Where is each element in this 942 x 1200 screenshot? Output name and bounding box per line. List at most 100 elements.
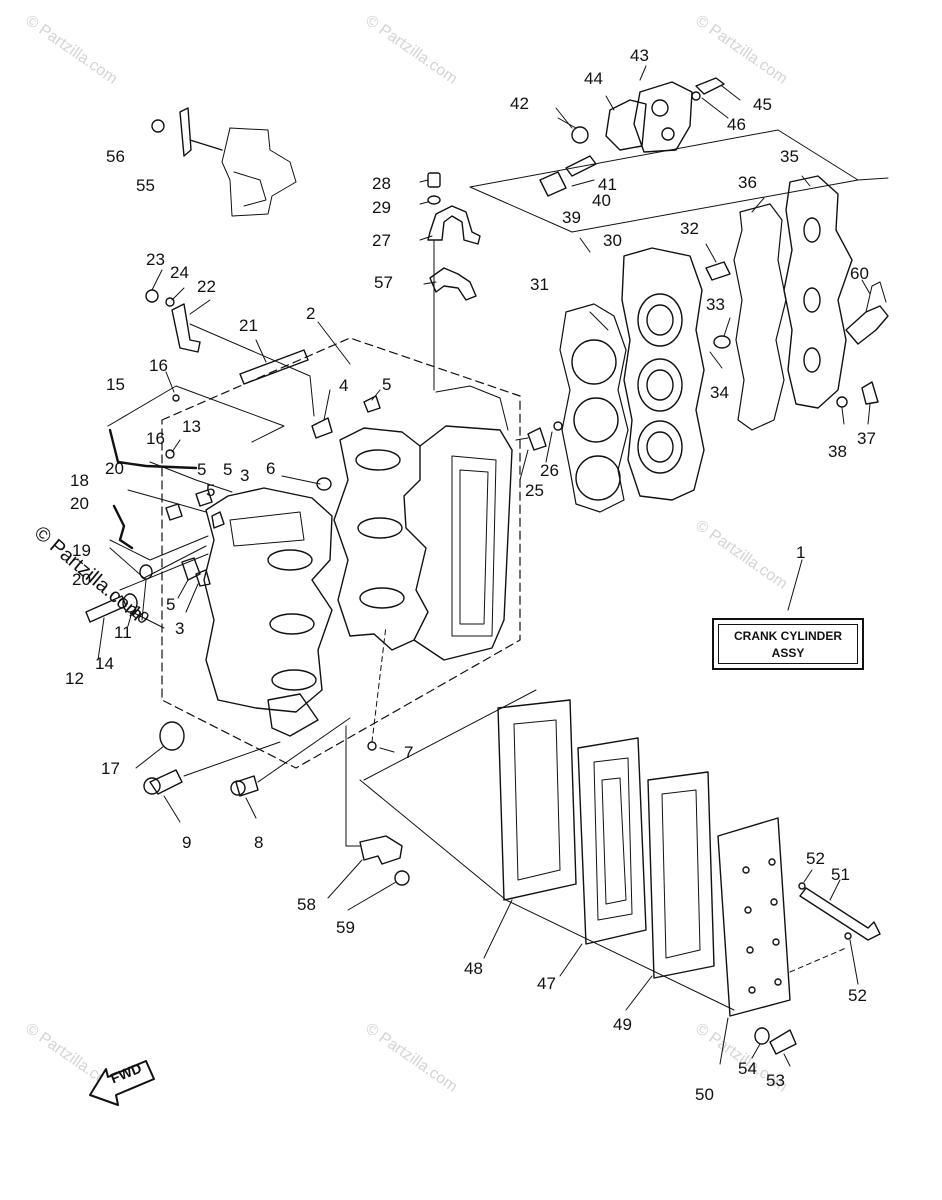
callout-20: 20	[105, 459, 124, 478]
pin-3	[211, 511, 225, 529]
callout-11: 11	[114, 623, 132, 642]
clamp-27	[427, 205, 481, 245]
washer-38	[836, 396, 848, 408]
callout-5: 5	[382, 375, 392, 394]
callout-56: 56	[106, 147, 125, 166]
gasket-44	[605, 99, 647, 151]
clip-16	[165, 449, 175, 459]
callout-39: 39	[562, 208, 581, 227]
pin-5-b	[363, 395, 381, 413]
callout-22: 22	[197, 277, 216, 296]
callout-32: 32	[680, 219, 699, 238]
head-30	[621, 247, 705, 501]
callout-59: 59	[336, 918, 355, 937]
callout-52: 52	[806, 849, 825, 868]
bolt-32	[705, 261, 731, 281]
callout-46: 46	[727, 115, 746, 134]
callout-49: 49	[613, 1015, 632, 1034]
callout-13: 13	[182, 417, 201, 436]
callout-30: 30	[603, 231, 622, 250]
clip-16-b	[172, 394, 180, 402]
callout-7: 7	[404, 743, 414, 762]
assembly-name-box: CRANK CYLINDER ASSY	[712, 618, 864, 670]
bolt-12	[85, 595, 127, 623]
bolt-59	[394, 870, 410, 886]
callout-51: 51	[831, 865, 850, 884]
callout-8: 8	[254, 833, 264, 852]
callout-5: 5	[197, 460, 207, 479]
callout-5: 5	[206, 481, 216, 500]
crankcase-left	[203, 487, 333, 713]
callout-55: 55	[136, 176, 155, 195]
bolt-23	[145, 289, 159, 303]
callout-16: 16	[146, 429, 165, 448]
callout-41: 41	[598, 175, 617, 194]
callout-43: 43	[630, 46, 649, 65]
bolt-33	[713, 335, 731, 349]
pin-7	[367, 741, 377, 751]
washer-29	[427, 195, 441, 205]
crankcase-dashed-boundary	[161, 337, 521, 769]
assembly-name-line2: ASSY	[771, 646, 805, 660]
callout-6: 6	[266, 459, 276, 478]
callout-1: 1	[796, 543, 806, 562]
stud-21	[239, 349, 309, 385]
callout-24: 24	[170, 263, 189, 282]
bracket-58	[359, 835, 403, 865]
pin-5-d	[165, 503, 183, 521]
callout-3: 3	[175, 619, 185, 638]
clip-52	[798, 882, 806, 890]
crankcase-bottom	[267, 693, 319, 737]
callout-5: 5	[223, 460, 233, 479]
callout-58: 58	[297, 895, 316, 914]
callout-60: 60	[850, 264, 869, 283]
callout-28: 28	[372, 174, 391, 193]
bracket-55	[179, 107, 192, 157]
callout-29: 29	[372, 198, 391, 217]
subassy-frame	[469, 129, 859, 233]
callout-18: 18	[70, 471, 89, 490]
callout-42: 42	[510, 94, 529, 113]
bolt-9	[149, 769, 183, 795]
callout-38: 38	[828, 442, 847, 461]
callout-23: 23	[146, 250, 165, 269]
bolt-28	[427, 172, 441, 188]
callout-20: 20	[72, 570, 91, 589]
callout-47: 47	[537, 974, 556, 993]
callout-16: 16	[149, 356, 168, 375]
pin-5	[181, 557, 201, 581]
washer-24	[165, 297, 175, 307]
leader-1	[787, 559, 803, 611]
callout-48: 48	[464, 959, 483, 978]
callout-34: 34	[710, 383, 729, 402]
bracket-25	[527, 427, 547, 451]
callout-20: 20	[70, 494, 89, 513]
clip-52-b	[844, 932, 852, 940]
plug-6	[316, 477, 332, 491]
callout-40: 40	[592, 191, 611, 210]
bolt-53	[769, 1029, 797, 1055]
valve-39	[539, 171, 567, 197]
callout-26: 26	[540, 461, 559, 480]
callout-50: 50	[695, 1085, 714, 1104]
callout-12: 12	[65, 669, 84, 688]
callout-14: 14	[95, 654, 114, 673]
seal-11	[122, 593, 138, 613]
callout-35: 35	[780, 147, 799, 166]
callout-3: 3	[240, 466, 250, 485]
block-side	[413, 425, 513, 661]
callout-9: 9	[182, 833, 192, 852]
gasket-36	[733, 203, 787, 431]
bolt-45	[695, 77, 725, 95]
callout-36: 36	[738, 173, 757, 192]
block-half-right	[333, 427, 429, 651]
callout-5: 5	[166, 595, 176, 614]
callout-31: 31	[530, 275, 549, 294]
cover-50	[717, 817, 791, 1017]
bracket-22	[171, 303, 201, 353]
callout-37: 37	[857, 429, 876, 448]
callout-21: 21	[239, 316, 258, 335]
plug-60	[845, 305, 889, 345]
